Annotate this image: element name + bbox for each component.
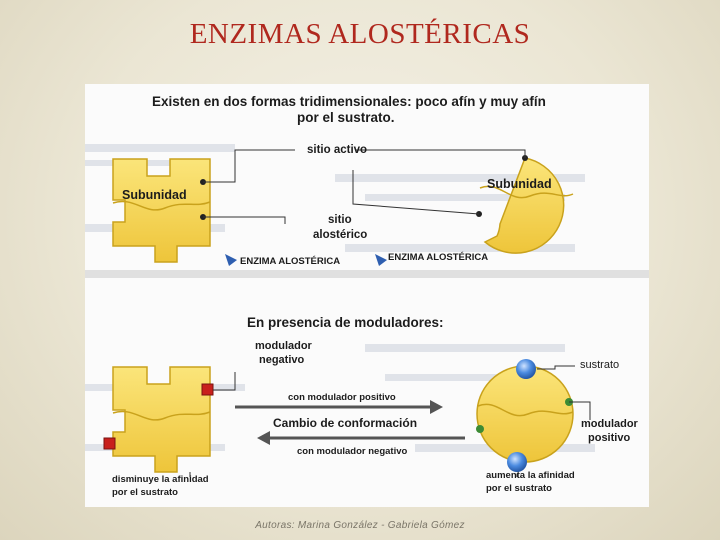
positive-modulator-label-1: modulador xyxy=(581,418,638,430)
substrate-ball xyxy=(507,452,527,472)
decrease-affinity-label-1: disminuye la afinidad xyxy=(112,474,209,485)
left-enzyme-caption: ENZIMA ALOSTÉRICA xyxy=(240,256,341,267)
negative-modulator-label-2: negativo xyxy=(259,354,305,366)
with-positive-modulator-label: con modulador positivo xyxy=(288,392,396,403)
increase-affinity-label-2: por el sustrato xyxy=(486,483,552,494)
substrate-label: sustrato xyxy=(580,359,620,371)
allosteric-site-label-2: alostérico xyxy=(313,229,368,241)
low-affinity-enzyme xyxy=(112,158,211,263)
allosteric-site-label-1: sitio xyxy=(328,214,352,226)
figure-graphics xyxy=(85,144,649,477)
decrease-affinity-label-2: por el sustrato xyxy=(112,487,178,498)
with-negative-modulator-label: con modulador negativo xyxy=(297,446,408,457)
right-caption-marker xyxy=(375,254,387,266)
bottom-heading: En presencia de moduladores: xyxy=(247,315,444,330)
increase-affinity-label-1: aumenta la afinidad xyxy=(486,470,575,481)
left-subunit-label: Subunidad xyxy=(122,188,187,202)
activated-enzyme xyxy=(476,359,574,472)
left-caption-marker xyxy=(225,254,237,266)
active-site-label: sitio activo xyxy=(307,144,368,156)
top-heading-line-2: por el sustrato. xyxy=(297,110,395,125)
substrate-ball xyxy=(516,359,536,379)
slide-title: ENZIMAS ALOSTÉRICAS xyxy=(189,18,531,50)
allosteric-enzyme-figure: Existen en dos formas tridimensionales: … xyxy=(85,84,649,507)
top-heading-line-1: Existen en dos formas tridimensionales: … xyxy=(152,94,546,109)
top-pointer-lines xyxy=(203,149,526,224)
negative-modulator-square xyxy=(103,437,116,450)
positive-modulator-label-2: positivo xyxy=(588,432,631,444)
positive-modulator-dot xyxy=(476,425,484,433)
slide-credit: Autoras: Marina González - Gabriela Góme… xyxy=(255,520,465,531)
high-affinity-enzyme xyxy=(476,155,574,254)
bottom-pointer-lines xyxy=(189,365,591,477)
inhibited-enzyme xyxy=(103,366,214,473)
right-subunit-label: Subunidad xyxy=(487,177,552,191)
negative-modulator-label-1: modulador xyxy=(255,340,312,352)
conformation-change-label: Cambio de conformación xyxy=(273,416,418,430)
conformation-arrows xyxy=(235,400,465,445)
right-enzyme-caption: ENZIMA ALOSTÉRICA xyxy=(388,252,489,263)
negative-modulator-square xyxy=(201,383,214,396)
